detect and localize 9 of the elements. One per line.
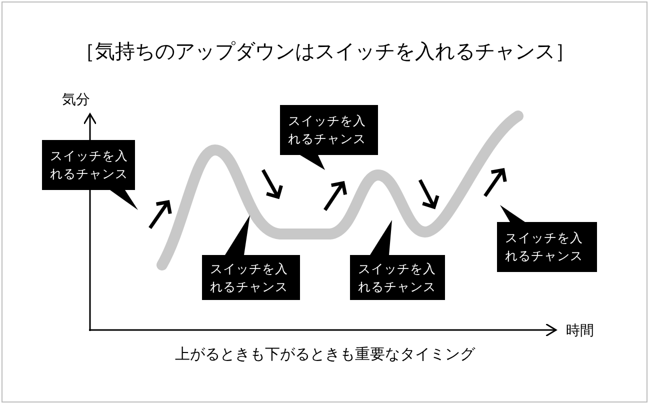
bubble-text: スイッチを入れるチャンス: [505, 229, 584, 265]
diagram-caption: 上がるときも下がるときも重要なタイミング: [174, 345, 476, 364]
bubble-text: スイッチを入れるチャンス: [50, 147, 129, 183]
x-axis-label: 時間: [566, 322, 594, 340]
y-axis-label: 気分: [62, 91, 90, 109]
diagram-title: ［気持ちのアップダウンはスイッチを入れるチャンス］: [74, 38, 576, 65]
bubble-text: スイッチを入れるチャンス: [288, 112, 367, 148]
bubble-text: スイッチを入れるチャンス: [358, 260, 437, 296]
bubble-text: スイッチを入れるチャンス: [210, 260, 289, 296]
